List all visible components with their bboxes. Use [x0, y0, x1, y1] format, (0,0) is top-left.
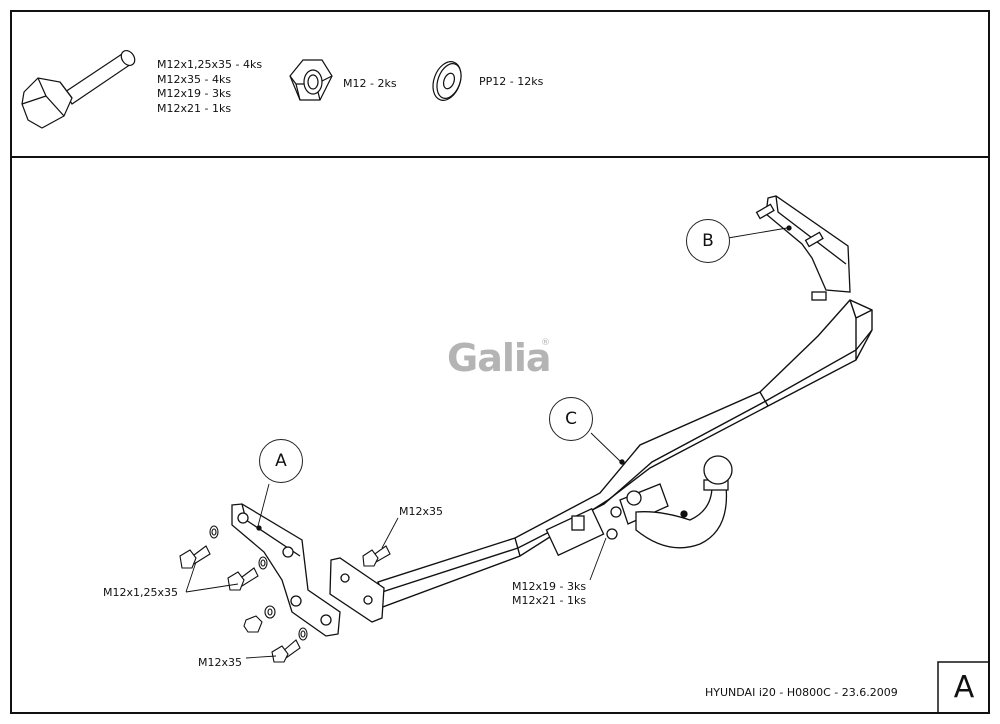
end-plate [329, 557, 385, 623]
nut-qty-label: M12 - 2ks [343, 77, 397, 90]
label-bolt-top: M12x35 [399, 505, 443, 518]
label-tow-bolts-2: M12x21 - 1ks [512, 594, 587, 607]
bolt-qty-3: M12x19 - 3ks [157, 87, 232, 100]
leader-lines [185, 227, 788, 659]
nut-icon [289, 59, 333, 101]
sheet-letter: A [953, 669, 975, 705]
tow-ball-assembly [545, 455, 733, 557]
bolt-qty-1: M12x1,25x35 - 4ks [157, 58, 263, 71]
bolt-qty-2: M12x35 - 4ks [157, 72, 232, 86]
label-tow-bolts-1: M12x19 - 3ks [512, 580, 587, 593]
drawing-caption: HYUNDAI i20 - H0800C - 23.6.2009 [705, 686, 898, 699]
right-bracket [755, 195, 851, 301]
callout-b: B [686, 219, 730, 263]
registered-mark: ® [541, 338, 550, 348]
callout-c: C [549, 397, 593, 441]
label-bolt-bottom-left: M12x35 [198, 656, 242, 669]
drawing-border [10, 10, 990, 714]
left-bracket [231, 503, 341, 637]
washer-qty-label: PP12 - 12ks [479, 75, 544, 88]
bolt-qty-4: M12x21 - 1ks [157, 101, 232, 115]
bolt-quantity-list: M12x1,25x35 - 4ks M12x35 - 4ks M12x19 - … [157, 58, 262, 116]
sheet-box [937, 661, 989, 713]
label-bolt-left: M12x1,25x35 [103, 586, 178, 599]
washer-icon [432, 61, 462, 101]
fasteners-left [179, 525, 391, 663]
galia-logo: Galia [447, 336, 552, 380]
callout-a: A [259, 439, 303, 483]
hex-bolt-icon [21, 49, 136, 129]
